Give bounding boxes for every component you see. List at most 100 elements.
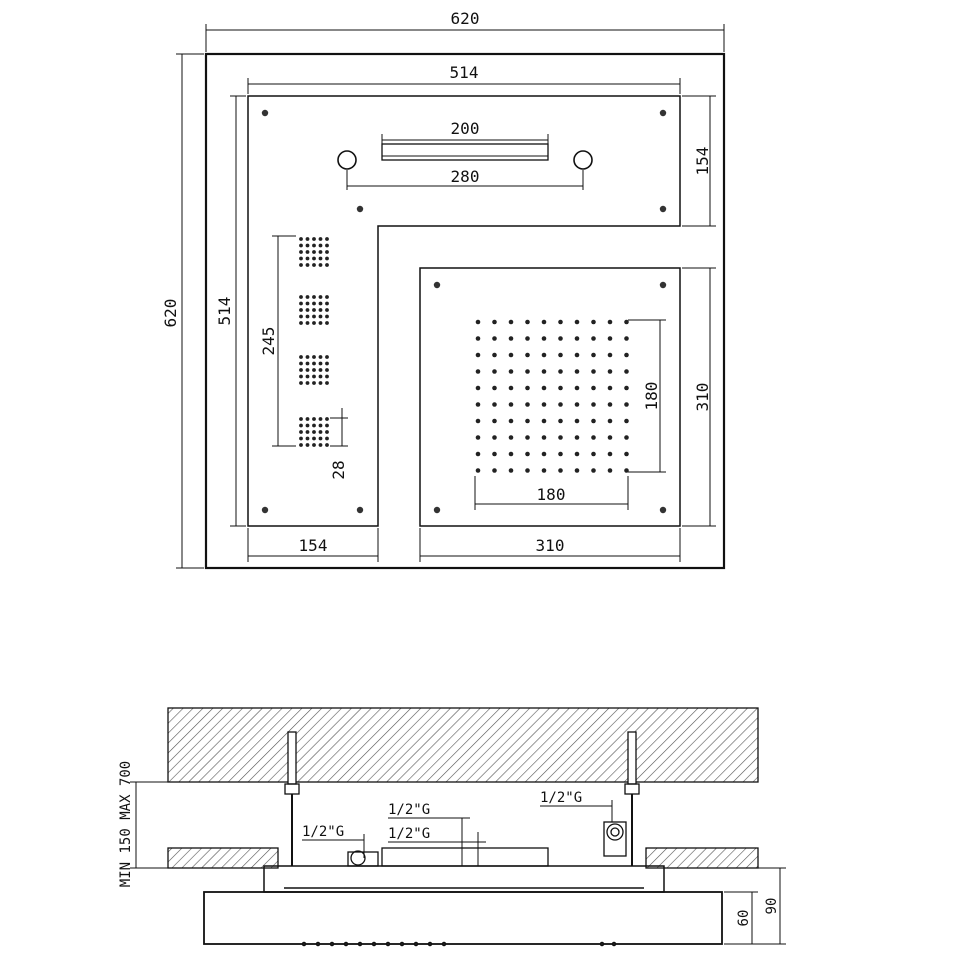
nozzle-dot (611, 941, 617, 947)
nozzle-dot (591, 402, 596, 407)
center-connector (381, 847, 549, 867)
nozzle-dot (318, 263, 323, 267)
nozzle-dot (325, 237, 329, 241)
nozzle-dot (325, 256, 329, 261)
nozzle-dot (525, 336, 530, 341)
dim-square-width-line (419, 528, 681, 562)
nozzle-dot (318, 256, 323, 261)
nozzle-dot (541, 451, 547, 457)
nozzle-dot (299, 443, 303, 447)
nozzle-dot (624, 435, 629, 440)
nozzle-dot (318, 308, 323, 312)
nozzle-dot (299, 374, 303, 379)
nozzle-dot (558, 418, 563, 424)
nozzle-dot (558, 451, 563, 457)
nozzle-dot (305, 436, 310, 441)
nozzle-dot (325, 243, 329, 248)
dim-ceiling-gap: MIN 150 MAX 700 (118, 761, 134, 887)
nozzle-dot (591, 319, 596, 325)
nozzle-dot (475, 369, 481, 374)
nozzle-dot (492, 369, 497, 374)
nozzle-dot (541, 402, 547, 407)
nozzle-dot (299, 243, 303, 248)
nozzle-dot (299, 368, 303, 372)
nozzle-dot (541, 385, 547, 391)
nozzle-dot (312, 237, 316, 241)
label-pipe-center-top: 1/2"G (388, 802, 430, 818)
nozzle-dot (312, 355, 316, 359)
nozzle-dot (299, 361, 303, 366)
nozzle-dot (607, 402, 613, 407)
nozzle-dot (475, 468, 481, 473)
nozzle-dot (492, 451, 497, 457)
nozzle-dot (305, 321, 310, 325)
nozzle-dot (325, 443, 329, 447)
pivot-right-icon (573, 150, 593, 170)
nozzle-dot (574, 352, 580, 358)
nozzle-dot (305, 263, 310, 267)
nozzle-dot (305, 381, 310, 385)
dim-top-band-line (682, 95, 716, 227)
nozzle-dot (541, 435, 547, 440)
plan-view (176, 24, 726, 570)
dim-rain-height-line (628, 319, 666, 473)
panel-nozzles (301, 941, 617, 947)
left-connector (347, 850, 379, 867)
nozzle-dot (305, 243, 310, 248)
dim-square-height: 310 (693, 383, 712, 412)
nozzle-dot (325, 295, 329, 299)
nozzle-dot (325, 301, 329, 306)
nozzle-dot (301, 941, 307, 947)
nozzle-dot (574, 435, 580, 440)
nozzle-dot (305, 295, 310, 299)
nozzle-dot (541, 369, 547, 374)
nozzle-dot (624, 468, 629, 473)
nozzle-dot (492, 418, 497, 424)
nozzle-dot (492, 385, 497, 391)
outer-frame (204, 52, 726, 570)
nozzle-dot (325, 430, 329, 434)
nozzle-dot (558, 336, 563, 341)
nozzle-dot (541, 418, 547, 424)
nozzle-dot (343, 941, 349, 947)
nozzle-dot (574, 418, 580, 424)
nozzle-dot (591, 385, 596, 391)
dim-rain-height: 180 (642, 382, 661, 411)
nozzle-dot (318, 443, 323, 447)
nozzle-dot (508, 369, 514, 374)
right-connector (603, 821, 627, 857)
dim-inner-height-line (230, 95, 246, 527)
nozzle-dot (312, 301, 316, 306)
nozzle-dot (492, 352, 497, 358)
nozzle-dot (325, 321, 329, 325)
nozzle-dot (525, 369, 530, 374)
nozzle-dot (492, 468, 497, 473)
false-ceiling-right (645, 847, 759, 869)
nozzle-dot (574, 468, 580, 473)
nozzle-dot (508, 385, 514, 391)
nozzle-dot (312, 295, 316, 299)
nozzle-dot (574, 369, 580, 374)
nozzle-dot (558, 369, 563, 374)
nozzle-dot (318, 314, 323, 319)
label-pipe-left: 1/2"G (302, 824, 344, 840)
dim-overall-width-line (205, 24, 725, 52)
nozzle-dot (624, 336, 629, 341)
nozzle-dot (591, 336, 596, 341)
dim-total-thickness: 90 (764, 898, 780, 915)
nozzle-dot (312, 321, 316, 325)
section-view (130, 707, 786, 947)
nozzle-dot (325, 263, 329, 267)
nozzle-dot (312, 368, 316, 372)
nozzle-dot (624, 451, 629, 457)
nozzle-dot (525, 352, 530, 358)
dim-nozzle-size-line (330, 408, 348, 447)
nozzle-dot (325, 381, 329, 385)
nozzle-dot (607, 418, 613, 424)
nozzle-dot (591, 418, 596, 424)
nozzle-dot (312, 417, 316, 421)
dim-inner-height: 514 (215, 297, 234, 326)
body-jet-nozzle-groups (299, 237, 329, 447)
nozzle-dot (305, 237, 310, 241)
nozzle-dot (525, 319, 530, 325)
